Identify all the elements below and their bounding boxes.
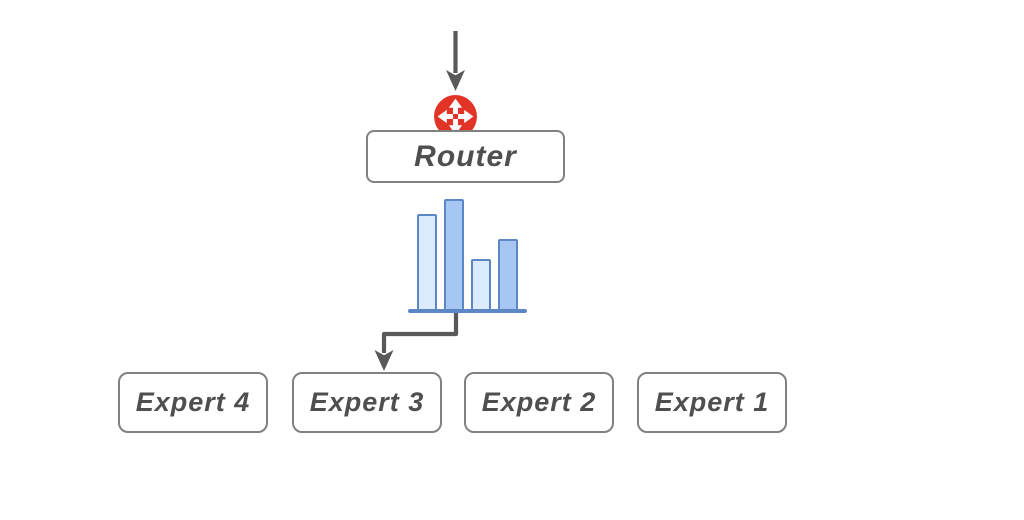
expert-label: Expert 1 xyxy=(654,387,770,417)
expert-label: Expert 2 xyxy=(481,387,597,417)
chart-baseline xyxy=(408,309,527,313)
router-icon-circle xyxy=(434,95,477,138)
router-label: Router xyxy=(414,139,517,173)
gate-bar-3 xyxy=(470,259,491,311)
gate-bar-chart xyxy=(408,196,527,315)
gate-bar-4 xyxy=(497,239,518,311)
elbow-arrowhead-icon xyxy=(374,350,394,371)
router-crossed-arrows-icon xyxy=(434,95,477,138)
router-box: Router xyxy=(366,130,565,183)
input-arrow xyxy=(446,31,465,91)
router-icon-arrows xyxy=(437,98,474,135)
expert-label: Expert 3 xyxy=(309,387,425,417)
elbow-connector-line xyxy=(381,312,459,353)
expert-box-3: Expert 3 xyxy=(292,372,442,433)
expert-box-4: Expert 4 xyxy=(118,372,268,433)
input-arrowhead-icon xyxy=(446,70,465,91)
router-to-expert3-connector xyxy=(374,312,459,371)
gate-bar-2 xyxy=(443,199,464,311)
gate-bar-1 xyxy=(416,214,437,311)
expert-box-2: Expert 2 xyxy=(464,372,614,433)
expert-label: Expert 4 xyxy=(135,387,251,417)
expert-box-1: Expert 1 xyxy=(637,372,787,433)
